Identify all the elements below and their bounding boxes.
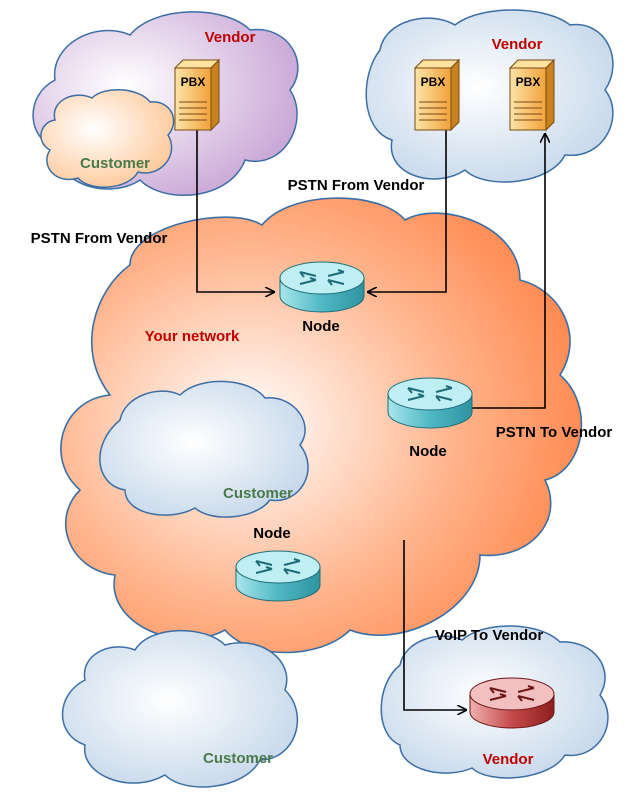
link-label-pstn-from-vendor-right: PSTN From Vendor [288, 177, 425, 194]
router-vendor-voip [469, 677, 555, 729]
node-label-bottom: Node [253, 525, 291, 542]
your-network-label: Your network [145, 328, 240, 345]
pbx-server-right-a [413, 58, 461, 132]
customer-label-orange: Customer [80, 155, 150, 172]
link-label-pstn-from-vendor-left: PSTN From Vendor [31, 230, 168, 247]
router-node-bottom [235, 550, 321, 602]
pbx-label-right-b: PBX [516, 75, 541, 89]
customer-label-bottom: Customer [203, 750, 273, 767]
pbx-label-left: PBX [181, 75, 206, 89]
customer-cloud-inner [99, 380, 309, 518]
vendor-label-top-right: Vendor [492, 36, 543, 53]
vendor-cloud-top-right [365, 9, 614, 183]
link-pstn-from-vendor-left [196, 130, 274, 292]
router-node-top [279, 261, 365, 313]
connection-lines [196, 130, 545, 710]
customer-cloud-bottom [61, 629, 299, 788]
vendor-label-bottom-right: Vendor [483, 751, 534, 768]
node-label-top: Node [302, 318, 340, 335]
pbx-server-right-b [508, 58, 556, 132]
link-pstn-to-vendor [470, 134, 545, 409]
link-label-pstn-to-vendor: PSTN To Vendor [496, 424, 613, 441]
pbx-label-right-a: PBX [421, 75, 446, 89]
link-pstn-from-vendor-right [368, 130, 447, 292]
pbx-server-left [173, 58, 221, 132]
link-voip-to-vendor [403, 540, 466, 710]
link-label-voip-to-vendor: VoIP To Vendor [435, 627, 544, 644]
router-node-middle [387, 377, 473, 429]
vendor-label-top-left: Vendor [205, 29, 256, 46]
your-network-cloud [60, 197, 583, 654]
customer-cloud-orange [40, 88, 175, 188]
node-label-middle: Node [409, 443, 447, 460]
customer-label-inner: Customer [223, 485, 293, 502]
